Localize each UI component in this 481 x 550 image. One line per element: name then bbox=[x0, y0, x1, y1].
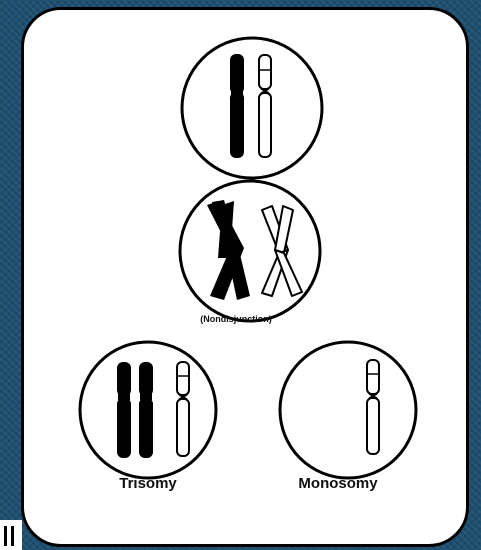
monosomy-cell bbox=[280, 342, 416, 478]
fragment-mark bbox=[11, 526, 14, 546]
trisomy-chromosome-dark-1 bbox=[117, 362, 131, 458]
fragment-mark bbox=[4, 526, 7, 546]
nondisjunction-label: (Nondisjunction) bbox=[170, 314, 302, 324]
monosomy-label: Monosomy bbox=[268, 475, 408, 492]
parent-cell bbox=[182, 38, 322, 178]
trisomy-chromosome-dark-2 bbox=[139, 362, 153, 458]
trisomy-cell bbox=[80, 342, 216, 478]
trisomy-label: Trisomy bbox=[88, 475, 208, 492]
dividing-cell bbox=[180, 181, 320, 321]
chromosome-dark bbox=[230, 54, 244, 94]
